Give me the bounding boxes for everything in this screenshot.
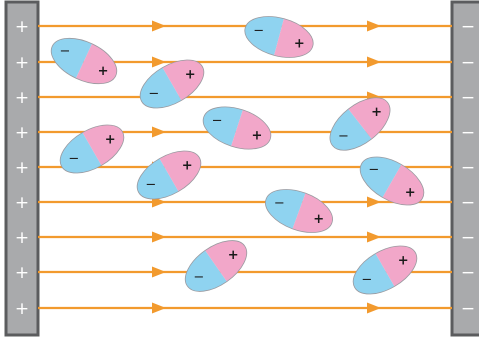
dipole-plus-sign: + bbox=[371, 105, 382, 120]
dipole-negative-half bbox=[60, 132, 102, 174]
dipole-minus-sign: − bbox=[253, 24, 264, 39]
dipole-molecule bbox=[352, 245, 418, 295]
dipole-positive-half bbox=[274, 18, 314, 58]
dipole-plus-sign: + bbox=[228, 248, 239, 263]
arrowhead bbox=[367, 196, 381, 208]
dipole-negative-half bbox=[330, 109, 372, 151]
dipole-outline bbox=[139, 59, 205, 109]
dipole-minus-sign: − bbox=[145, 178, 156, 193]
arrowhead bbox=[152, 56, 166, 68]
dipole-positive-half bbox=[82, 124, 124, 166]
dipole-molecules: − + − + − + − + − + − + − + − + − + − + − + bbox=[50, 16, 425, 295]
left-plate-plus-sign: + bbox=[15, 263, 29, 283]
dipole-molecule bbox=[184, 240, 248, 292]
dipole-outline bbox=[352, 245, 418, 295]
dipole-plus-sign: + bbox=[405, 186, 416, 201]
right-plate-minus-sign: − bbox=[461, 228, 475, 248]
arrowhead bbox=[367, 302, 381, 314]
dipole-molecule bbox=[59, 124, 125, 174]
dipole-negative-half bbox=[140, 67, 182, 109]
dipole-molecule bbox=[265, 189, 333, 233]
dipole-molecule bbox=[359, 156, 425, 206]
dipole-plus-sign: + bbox=[182, 159, 193, 174]
dipole-plus-sign: + bbox=[313, 212, 324, 227]
dipole-negative-half bbox=[137, 158, 179, 200]
dipole-molecule bbox=[139, 59, 205, 109]
dipole-minus-sign: − bbox=[368, 163, 379, 178]
dipole-minus-sign: − bbox=[361, 273, 372, 288]
dipole-plus-sign: + bbox=[98, 64, 109, 79]
field-line bbox=[38, 91, 452, 103]
arrowhead bbox=[152, 302, 166, 314]
dipole-molecule bbox=[202, 106, 272, 150]
dipole-plus-sign: + bbox=[185, 68, 196, 83]
left-plate-plus-sign: + bbox=[15, 53, 29, 73]
dipole-outline bbox=[184, 240, 248, 292]
dipole-positive-half bbox=[75, 43, 117, 84]
arrowhead bbox=[367, 56, 381, 68]
left-plate-plus-sign: + bbox=[15, 158, 29, 178]
right-plate-minus-sign: − bbox=[461, 263, 475, 283]
dipole-negative-half bbox=[185, 250, 227, 292]
dipole-plus-sign: + bbox=[398, 254, 409, 269]
dipole-negative-half bbox=[360, 156, 402, 198]
arrowhead bbox=[367, 20, 381, 32]
left-plate-plus-sign: + bbox=[15, 299, 29, 319]
dipole-minus-sign: − bbox=[60, 44, 71, 59]
dipole-molecule bbox=[136, 150, 202, 200]
left-plate-plus-sign: + bbox=[15, 123, 29, 143]
dipole-positive-half bbox=[382, 164, 424, 206]
plate-charge-signs: + − + − + − + − + − + − + − + − + − bbox=[15, 17, 475, 319]
dipole-minus-sign: − bbox=[148, 87, 159, 102]
right-plate-minus-sign: − bbox=[461, 123, 475, 143]
arrowhead bbox=[152, 266, 166, 278]
right-plate-minus-sign: − bbox=[461, 299, 475, 319]
dipole-minus-sign: − bbox=[338, 129, 349, 144]
dipole-molecule bbox=[329, 97, 391, 151]
dipole-outline bbox=[136, 150, 202, 200]
right-plate-minus-sign: − bbox=[461, 193, 475, 213]
left-plate-plus-sign: + bbox=[15, 193, 29, 213]
field-line bbox=[38, 20, 452, 32]
right-plate-minus-sign: − bbox=[461, 17, 475, 37]
field-line bbox=[38, 302, 452, 314]
arrowhead bbox=[152, 20, 166, 32]
field-line bbox=[38, 231, 452, 243]
arrowhead bbox=[152, 231, 166, 243]
dipole-outline bbox=[59, 124, 125, 174]
dipole-positive-half bbox=[348, 97, 390, 139]
dipole-negative-half bbox=[353, 253, 395, 295]
dipole-positive-half bbox=[159, 150, 201, 192]
right-plate bbox=[450, 0, 479, 337]
dipole-outline bbox=[265, 189, 333, 233]
dipole-outline bbox=[50, 37, 118, 85]
left-plate bbox=[4, 0, 40, 337]
dipole-plus-sign: + bbox=[294, 36, 305, 51]
dipole-negative-half bbox=[51, 38, 93, 79]
dipole-outline bbox=[359, 156, 425, 206]
dipole-plus-sign: + bbox=[252, 128, 263, 143]
left-plate-plus-sign: + bbox=[15, 228, 29, 248]
dipole-positive-half bbox=[162, 59, 204, 101]
left-plate-plus-sign: + bbox=[15, 88, 29, 108]
left-plate-plus-sign: + bbox=[15, 17, 29, 37]
dipole-minus-sign: − bbox=[68, 152, 79, 167]
arrowhead bbox=[367, 231, 381, 243]
dipole-negative-half bbox=[244, 16, 284, 56]
dipole-positive-half bbox=[375, 245, 417, 287]
right-plate-minus-sign: − bbox=[461, 53, 475, 73]
dipole-minus-sign: − bbox=[193, 270, 204, 285]
right-plate-minus-sign: − bbox=[461, 158, 475, 178]
arrowhead bbox=[152, 126, 166, 138]
dipole-plus-sign: + bbox=[105, 133, 116, 148]
dipole-minus-sign: − bbox=[212, 114, 223, 129]
dipole-positive-half bbox=[205, 240, 247, 282]
dipole-molecule bbox=[244, 16, 314, 58]
dipole-minus-sign: − bbox=[274, 196, 285, 211]
right-plate-minus-sign: − bbox=[461, 88, 475, 108]
dipole-molecule bbox=[50, 37, 118, 85]
dipole-outline bbox=[329, 97, 391, 151]
